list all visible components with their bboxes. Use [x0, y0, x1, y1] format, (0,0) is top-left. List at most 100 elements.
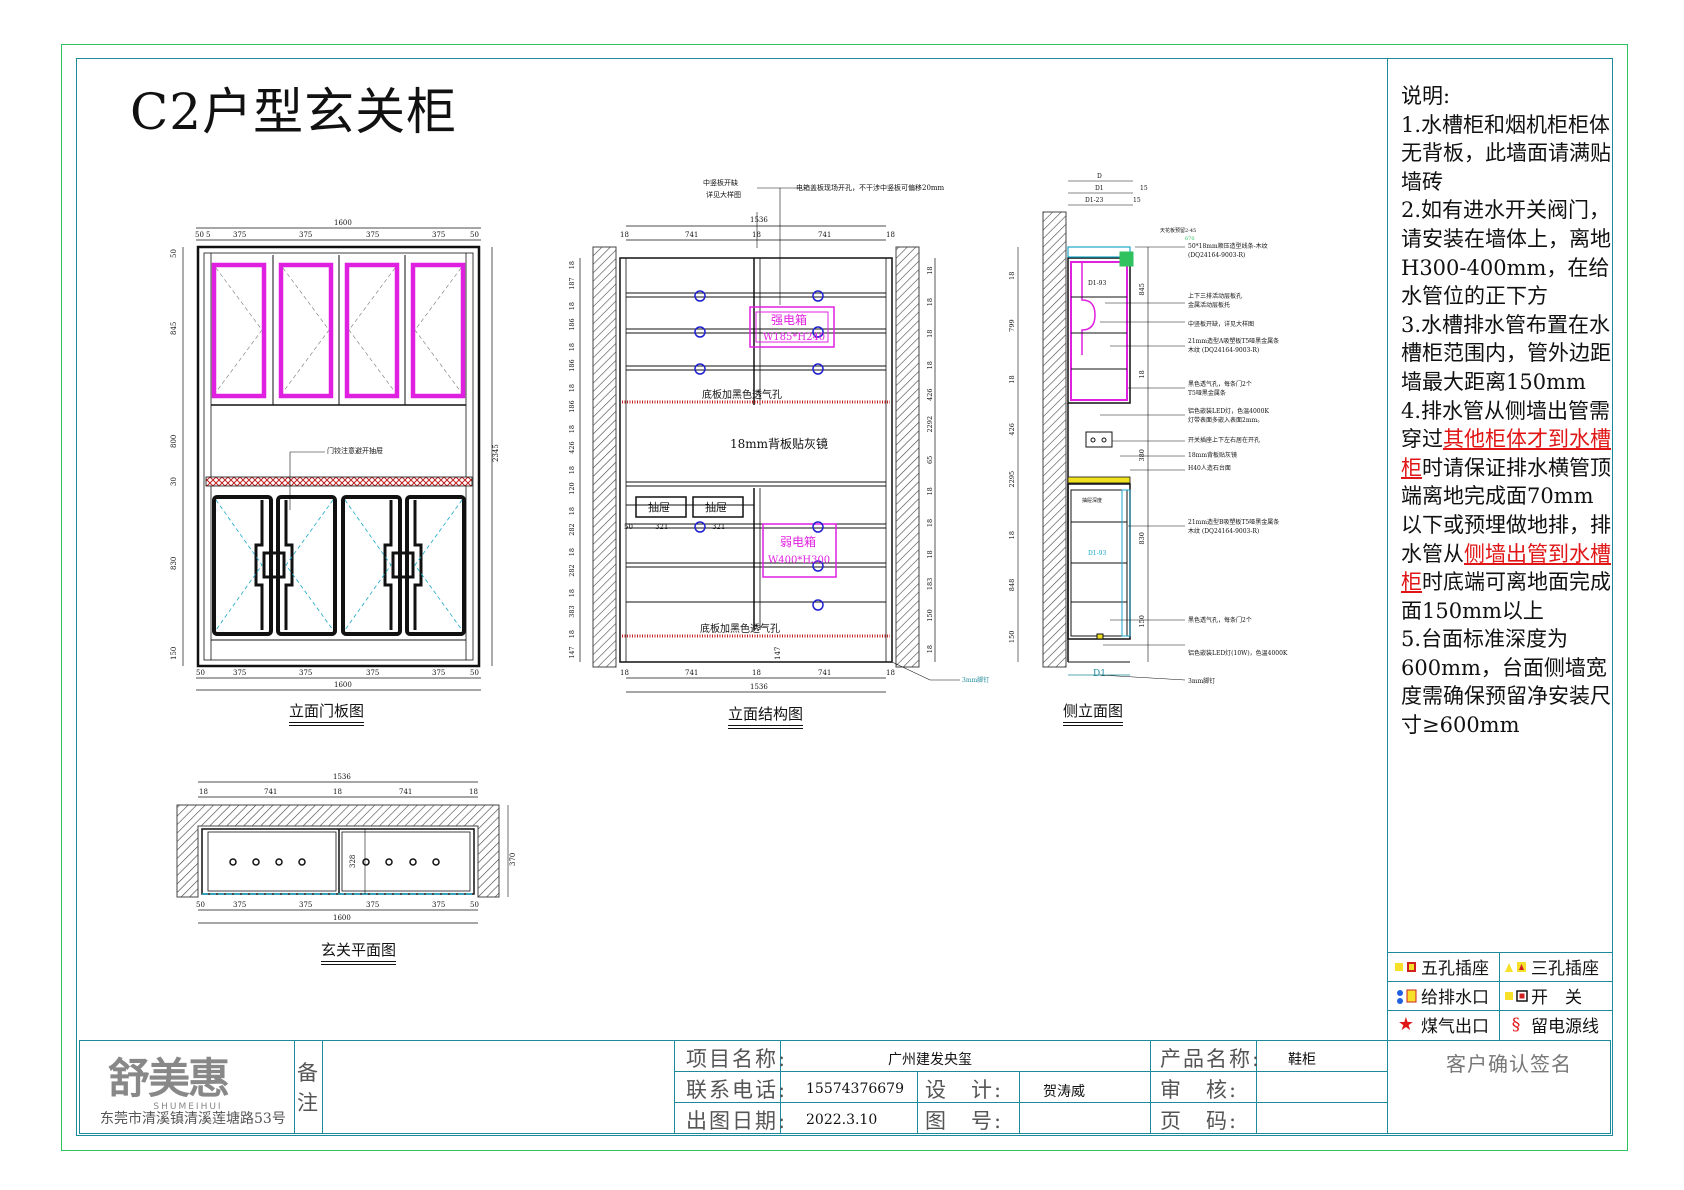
structure-dim-right: 18 — [926, 645, 934, 653]
structure-dim-left: 282 — [568, 523, 576, 535]
door-dim-left: 150 — [170, 647, 178, 660]
remark-label: 备注 — [297, 1061, 320, 1115]
plan-dim-top: 741 — [399, 788, 412, 796]
lower-dim: 147 — [774, 647, 782, 660]
brand-logo: 舒美惠 SHUMEIHUI — [108, 1045, 268, 1112]
customer-sign-label: 客户确认签名 — [1446, 1052, 1572, 1076]
side-label: 中竖板开缺，详见大样图 — [1188, 320, 1254, 328]
side-label: 木纹 (DQ24164-9003-R) — [1188, 346, 1259, 354]
side-dim-right: 845 — [1138, 283, 1146, 295]
side-d1-93-top: D1-93 — [1088, 280, 1106, 287]
door-dim-left: 800 — [170, 435, 178, 448]
structure-dim-right: 18 — [926, 298, 934, 306]
plan-depth-outer: 370 — [509, 853, 517, 866]
strong-box-size: W185*H240 — [763, 332, 825, 343]
structure-dim-bottom: 741 — [685, 669, 698, 677]
door-dim-left: 830 — [170, 557, 178, 570]
kick-label: 3mm脚钉 — [962, 676, 989, 684]
review-label: 审 核: — [1160, 1078, 1239, 1102]
structure-dim-left: 187 — [568, 277, 576, 289]
legend-item: 三孔插座 — [1501, 952, 1599, 981]
mirror-label: 18mm背板贴灰镜 — [730, 436, 828, 451]
gas-outlet-icon: ★ — [1397, 1014, 1415, 1035]
structure-dim-top: 18 — [886, 231, 895, 239]
side-label: 黑色透气孔，每条门2个 — [1188, 616, 1252, 624]
drawing-no-label: 图 号: — [925, 1109, 1004, 1133]
notes-panel: 说明: 1.水槽柜和烟机柜柜体无背板，此墙面请满贴墙砖 2.如有进水开关阀门，请… — [1401, 82, 1611, 740]
side-dim-left: 150 — [1008, 631, 1016, 643]
company-address: 东莞市清溪镇清溪莲塘路53号 — [100, 1111, 286, 1127]
structure-dim-right: 150 — [926, 609, 934, 621]
side-dim-left: 848 — [1008, 579, 1016, 591]
side-label: 21mm造型B吸塑板T5哑黑金属条 — [1188, 518, 1279, 526]
note-cutout: 中竖板开缺 — [703, 178, 738, 187]
structure-left-dims: 1818718186181861818618426181201828218282… — [568, 261, 576, 659]
structure-dim-right: 18 — [926, 487, 934, 495]
drawing-title: C2户型玄关柜 — [130, 83, 458, 141]
weak-box-label: 弱电箱 — [780, 534, 816, 549]
structure-dim-right: 18 — [926, 330, 934, 338]
vent-upper-label: 底板加黑色透气孔 — [702, 388, 782, 401]
structure-dim-left: 282 — [568, 564, 576, 576]
drawer-dim: 321 — [712, 523, 725, 531]
hinge-note: 门铰注意避开抽屉 — [327, 446, 383, 455]
legend-item: 给排水口 — [1391, 981, 1489, 1010]
drawer-depth-tag: 抽屉深度 — [1082, 497, 1102, 504]
side-label: 金属活动层板托 — [1188, 301, 1230, 309]
side-dim-right: 18 — [1138, 370, 1146, 378]
structure-dim-right: 65 — [926, 456, 934, 464]
door-dim-right: 2345 — [492, 444, 500, 462]
side-label: 3mm脚钉 — [1188, 677, 1215, 685]
structure-dim-top: 18 — [620, 231, 629, 239]
plan-view — [176, 781, 509, 924]
product-value: 鞋柜 — [1288, 1052, 1316, 1068]
structure-dim-right: 18 — [926, 550, 934, 558]
door-dim-small: 5 — [206, 231, 210, 239]
plan-dim-top: 18 — [333, 788, 342, 796]
door-elevation — [182, 227, 493, 691]
structure-dim-left: 18 — [568, 466, 576, 474]
legend-item: § 留电源线 — [1501, 1010, 1599, 1039]
note-box-cover: 电箱盖板现场开孔，不干涉中竖板可偏移20mm — [796, 183, 945, 192]
structure-dim-top: 18 — [752, 231, 761, 239]
structure-dim-left: 18 — [568, 261, 576, 269]
door-elevation-dims: 1600 5 50 375 375 375 375 50 50 375 375 … — [170, 219, 500, 689]
water-outlet-icon — [1391, 985, 1421, 1007]
structure-dim-left: 147 — [568, 646, 576, 658]
outer-frame — [61, 44, 1628, 1151]
door-dim-top: 50 — [195, 231, 204, 239]
door-width-dim: 1600 — [334, 219, 352, 227]
structure-dim-left: 18 — [568, 343, 576, 351]
plan-texts: 1536 18 741 18 741 18 50 375 375 375 375… — [196, 773, 517, 922]
plan-dim-top: 18 — [199, 788, 208, 796]
legend-item: 开 关 — [1501, 981, 1582, 1010]
caption-structure-elevation: 立面结构图 — [728, 703, 804, 729]
power-line-icon: § — [1511, 1014, 1521, 1035]
side-label: 开关插座上下左右居在开孔 — [1188, 436, 1260, 444]
ceiling-tag: 天花板预留2-45 — [1160, 227, 1196, 234]
structure-dim-right: 18 — [926, 519, 934, 527]
note-4: 4.排水管从侧墙出管需穿过其他柜体才到水槽柜时请保证排水横管顶端离地完成面70m… — [1401, 398, 1611, 623]
door-dim-left: 845 — [170, 322, 178, 335]
drawer-dim: 321 — [655, 523, 668, 531]
side-label: 木纹 (DQ24164-9003-R) — [1188, 527, 1259, 535]
five-hole-socket-icon — [1391, 956, 1421, 978]
side-label: 上下三排活动层板孔 — [1188, 292, 1242, 300]
side-label: (DQ24164-9003-R) — [1188, 252, 1245, 259]
structure-dim-left: 18 — [568, 425, 576, 433]
structure-dim-left: 426 — [568, 441, 576, 453]
designer-value: 贺涛威 — [1043, 1084, 1085, 1100]
door-dim-left: 50 — [170, 249, 178, 258]
weak-box-size: W400*H300 — [768, 555, 830, 566]
phone-label: 联系电话: — [686, 1078, 788, 1102]
notes-divider — [1387, 58, 1388, 1040]
structure-dim-left: 18 — [568, 507, 576, 515]
door-dim-top: 50 — [470, 231, 479, 239]
side-label: 灯带表面多嵌入表面2mm。 — [1188, 416, 1263, 424]
note-1: 1.水槽柜和烟机柜柜体无背板，此墙面请满贴墙砖 — [1401, 112, 1611, 194]
structure-dim-top: 741 — [685, 231, 698, 239]
structure-dim-left: 120 — [568, 482, 576, 494]
plan-dim-bottom: 50 — [470, 901, 479, 909]
side-label: 50*18mm顺压造型线条-木纹 — [1188, 242, 1268, 250]
